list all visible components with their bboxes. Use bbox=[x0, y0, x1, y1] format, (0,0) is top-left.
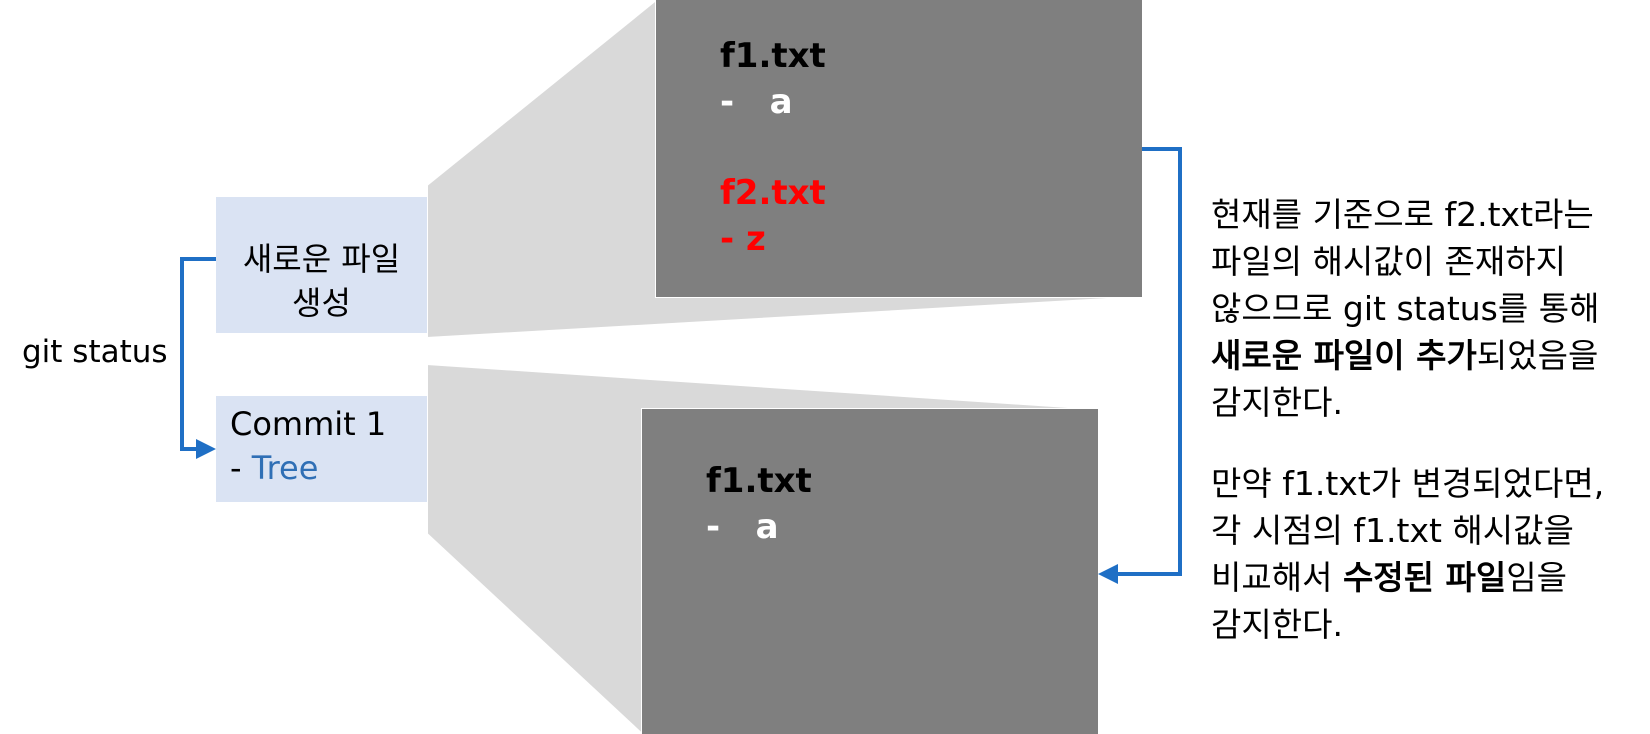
compare-arrow bbox=[1098, 147, 1182, 584]
zoom-callout-top bbox=[426, 0, 1143, 340]
desc1-line4: 새로운 파일이 추가되었음을 bbox=[1211, 332, 1650, 379]
top-f2-name: f2.txt bbox=[720, 173, 826, 213]
desc2-line4: 감지한다. bbox=[1211, 605, 1343, 644]
commit-box: Commit 1 - Tree bbox=[216, 396, 427, 502]
commit-tree-line: - Tree bbox=[230, 446, 318, 490]
desc1-line3: 않으므로 git status를 통해 bbox=[1211, 289, 1600, 328]
top-f2-content: - z bbox=[720, 219, 766, 259]
desc1-line1: 현재를 기준으로 f2.txt라는 bbox=[1211, 195, 1594, 234]
desc2-line2: 각 시점의 f1.txt 해시값을 bbox=[1211, 511, 1574, 550]
current-snapshot-panel: f1.txt - a f2.txt - z bbox=[656, 0, 1142, 297]
description-modified-file: 만약 f1.txt가 변경되었다면, 각 시점의 f1.txt 해시값을 비교해… bbox=[1211, 460, 1650, 648]
desc1-line4-rest: 되었음을 bbox=[1476, 336, 1599, 375]
desc2-line1: 만약 f1.txt가 변경되었다면, bbox=[1211, 464, 1605, 503]
new-file-box: 새로운 파일 생성 bbox=[216, 197, 427, 333]
new-file-label: 새로운 파일 생성 bbox=[216, 237, 427, 325]
top-f1-name: f1.txt bbox=[720, 36, 826, 76]
new-file-label-line2: 생성 bbox=[292, 284, 351, 322]
commit-tree-dash: - bbox=[230, 449, 252, 487]
bottom-f1-name: f1.txt bbox=[706, 461, 812, 501]
new-file-label-line1: 새로운 파일 bbox=[242, 240, 401, 278]
bottom-f1-content: - a bbox=[706, 507, 779, 547]
commit-title: Commit 1 bbox=[230, 405, 387, 443]
desc2-line3-bold: 수정된 파일 bbox=[1342, 558, 1507, 597]
git-status-label: git status bbox=[22, 334, 168, 370]
desc1-line5: 감지한다. bbox=[1211, 383, 1343, 422]
desc1-line2: 파일의 해시값이 존재하지 bbox=[1211, 242, 1566, 281]
desc2-line3-rest: 임을 bbox=[1506, 558, 1567, 597]
desc2-line3-start: 비교해서 bbox=[1211, 558, 1343, 597]
desc1-line4-bold: 새로운 파일이 추가 bbox=[1211, 336, 1477, 375]
top-f1-content: - a bbox=[720, 82, 793, 122]
desc2-line3: 비교해서 수정된 파일임을 bbox=[1211, 554, 1650, 601]
description-new-file: 현재를 기준으로 f2.txt라는 파일의 해시값이 존재하지 않으므로 git… bbox=[1211, 191, 1650, 426]
commit-snapshot-panel: f1.txt - a bbox=[642, 409, 1098, 734]
commit-tree-label: Tree bbox=[251, 449, 319, 487]
git-status-arrow bbox=[180, 257, 216, 459]
